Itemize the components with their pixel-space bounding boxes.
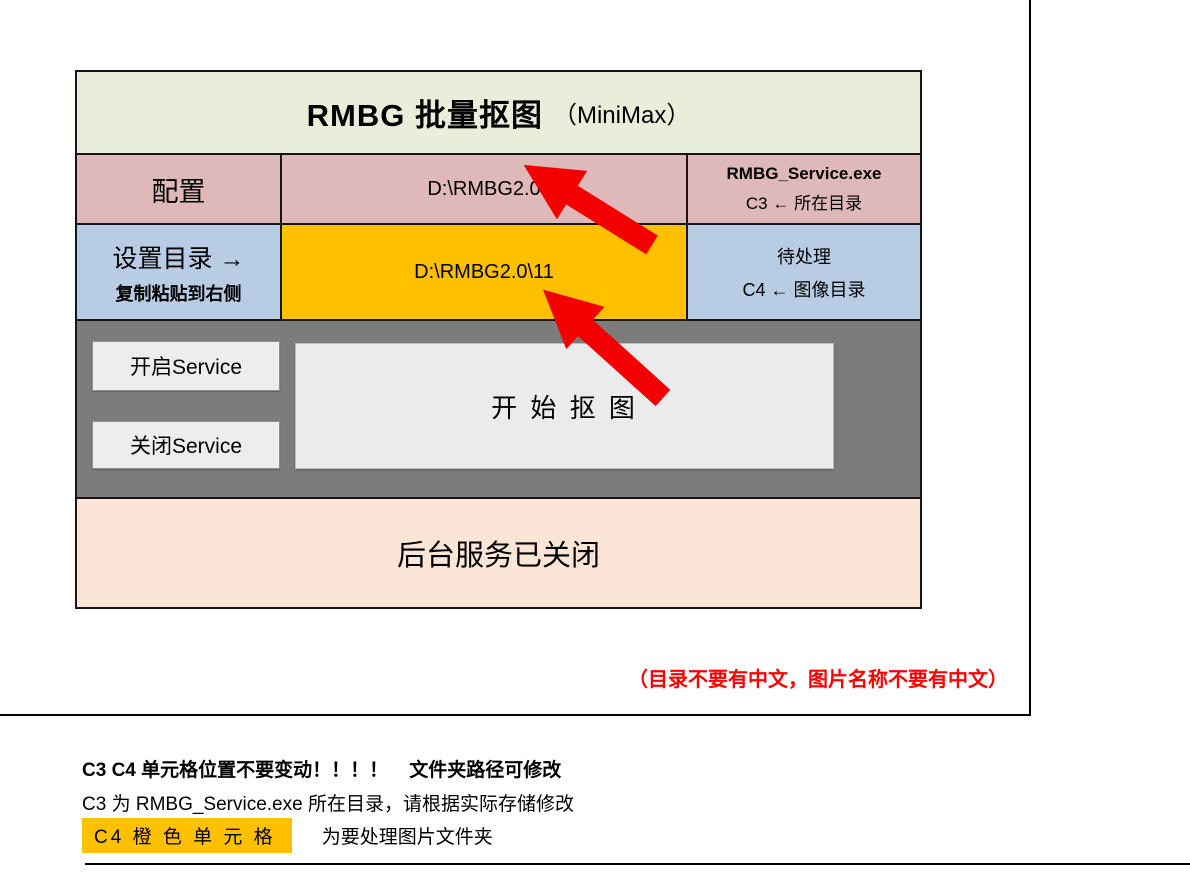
start-matting-button[interactable]: 开 始 抠 图 bbox=[295, 343, 834, 469]
bottom-border-line bbox=[85, 863, 1190, 865]
status-row: 后台服务已关闭 bbox=[77, 497, 920, 607]
config-row: 配置 D:\RMBG2.0 RMBG_Service.exe C3 ← 所在目录 bbox=[77, 153, 920, 223]
config-label-cell: 配置 bbox=[77, 155, 282, 223]
service-exe-name: RMBG_Service.exe bbox=[726, 164, 882, 183]
page-break-horizontal-line bbox=[0, 714, 1031, 716]
copy-paste-hint: 复制粘贴到右侧 bbox=[115, 283, 242, 304]
page-break-vertical-line bbox=[1029, 0, 1031, 716]
button-panel: 开启Service 关闭Service 开 始 抠 图 bbox=[77, 319, 920, 497]
set-directory-label: 设置目录 → bbox=[112, 244, 245, 273]
note-c3-directory: C3 为 RMBG_Service.exe 所在目录，请根据实际存储修改 bbox=[82, 794, 574, 815]
service-path-cell-c3[interactable]: D:\RMBG2.0 bbox=[282, 155, 688, 223]
service-status-text: 后台服务已关闭 bbox=[396, 540, 600, 572]
directory-row: 设置目录 → 复制粘贴到右侧 D:\RMBG2.0\11 待处理 C4 ← 图像… bbox=[77, 223, 920, 319]
service-exe-note-cell: RMBG_Service.exe C3 ← 所在目录 bbox=[688, 155, 920, 223]
rmbg-tool-panel: RMBG 批量抠图 （MiniMax） 配置 D:\RMBG2.0 RMBG_S… bbox=[75, 70, 922, 609]
pending-label: 待处理 bbox=[777, 246, 831, 267]
c4-note-text: 为要处理图片文件夹 bbox=[321, 827, 493, 848]
image-dir-value: D:\RMBG2.0\11 bbox=[414, 260, 554, 283]
c4-orange-cell-highlight: C4 橙 色 单 元 格 bbox=[82, 818, 292, 853]
image-dir-cell-c4[interactable]: D:\RMBG2.0\11 bbox=[282, 225, 688, 319]
note-c4-directory: C4 橙 色 单 元 格 为要处理图片文件夹 bbox=[82, 818, 493, 853]
c4-location-note: C4 ← 图像目录 bbox=[742, 279, 866, 300]
c3-location-note: C3 ← 所在目录 bbox=[745, 194, 863, 213]
close-service-button[interactable]: 关闭Service bbox=[92, 421, 280, 469]
service-path-value: D:\RMBG2.0 bbox=[427, 177, 541, 200]
open-service-button[interactable]: 开启Service bbox=[92, 341, 280, 391]
note-cells-fixed: C3 C4 单元格位置不要变动！！！！ 文件夹路径可修改 bbox=[82, 760, 562, 781]
no-chinese-warning: （目录不要有中文，图片名称不要有中文） bbox=[628, 669, 1008, 691]
panel-title-suffix: （MiniMax） bbox=[552, 102, 691, 129]
pending-note-cell: 待处理 C4 ← 图像目录 bbox=[688, 225, 920, 319]
set-directory-label-cell: 设置目录 → 复制粘贴到右侧 bbox=[77, 225, 282, 319]
panel-title: RMBG 批量抠图 bbox=[306, 98, 543, 133]
panel-title-row: RMBG 批量抠图 （MiniMax） bbox=[77, 72, 920, 153]
config-label: 配置 bbox=[151, 176, 206, 207]
